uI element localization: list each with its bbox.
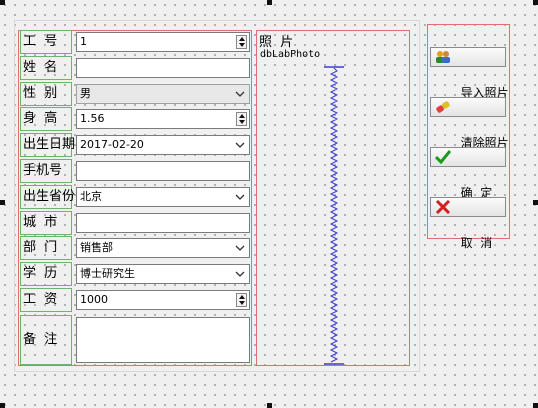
buttons-frame <box>427 24 510 239</box>
field-label: 城 市 <box>20 210 72 235</box>
close-icon <box>435 200 451 214</box>
cancel-label: 取 消 <box>460 236 493 250</box>
form-row: 工 资 1000 <box>20 288 250 312</box>
field-value: 1 <box>80 35 87 48</box>
ok-button[interactable]: 确 定 <box>430 147 506 200</box>
field-label: 出生省份 <box>20 184 75 209</box>
field-label: 姓 名 <box>20 55 72 80</box>
field-label: 学 历 <box>20 262 72 287</box>
field-label: 工 资 <box>20 288 72 312</box>
spin-arrows-icon[interactable] <box>236 293 247 307</box>
field-label: 手机号 <box>20 159 72 183</box>
resize-handle[interactable] <box>0 200 5 205</box>
eraser-icon <box>436 101 450 113</box>
field-value: 2017-02-20 <box>80 138 144 152</box>
field-label: 身 高 <box>20 107 72 132</box>
field-value: 北京 <box>80 189 102 203</box>
resize-handle[interactable] <box>0 0 5 5</box>
photo-title: 照 片 <box>259 35 294 50</box>
resize-handle[interactable] <box>0 403 5 408</box>
form-row: 工 号 1 <box>20 30 250 54</box>
chevron-down-icon[interactable] <box>235 88 245 100</box>
form-row: 学 历博士研究生 <box>20 262 250 287</box>
clear-photo-label: 清除照片 <box>460 136 509 150</box>
import-photo-label: 导入照片 <box>460 86 509 100</box>
form-row: 城 市 <box>20 210 250 235</box>
combo-box[interactable]: 博士研究生 <box>76 264 250 285</box>
memo-textarea[interactable] <box>76 317 250 363</box>
memo-row: 备 注 <box>20 315 250 365</box>
ok-label: 确 定 <box>460 186 493 200</box>
field-value: 1.56 <box>80 112 105 126</box>
spin-box[interactable]: 1 <box>76 32 250 52</box>
chevron-down-icon[interactable] <box>235 268 245 280</box>
spin-arrows-icon[interactable] <box>236 112 247 127</box>
photo-label: dbLabPhoto <box>260 49 321 60</box>
clear-photo-button[interactable]: 清除照片 <box>430 97 509 150</box>
form-row: 姓 名 <box>20 55 250 80</box>
field-label: 性 别 <box>20 81 72 106</box>
chevron-down-icon[interactable] <box>235 191 245 203</box>
form-panel <box>14 20 420 372</box>
spin-arrows-icon[interactable] <box>236 35 247 49</box>
photo-frame <box>256 30 410 366</box>
field-value: 销售部 <box>80 241 113 255</box>
combo-box[interactable]: 男 <box>76 83 250 104</box>
form-row: 手机号 <box>20 159 250 183</box>
field-value: 1000 <box>80 293 108 306</box>
text-input[interactable] <box>76 57 250 78</box>
text-input[interactable] <box>76 161 250 181</box>
field-label: 出生日期 <box>20 133 75 158</box>
field-label: 工 号 <box>20 30 72 54</box>
field-value: 博士研究生 <box>80 267 135 281</box>
combo-box[interactable]: 2017-02-20 <box>76 135 250 156</box>
resize-handle[interactable] <box>267 403 272 408</box>
import-photo-button[interactable]: 导入照片 <box>430 47 509 100</box>
resize-handle[interactable] <box>533 403 538 408</box>
form-row: 出生省份北京 <box>20 184 250 209</box>
form-row: 性 别男 <box>20 81 250 106</box>
memo-label: 备 注 <box>20 315 72 365</box>
chevron-down-icon[interactable] <box>235 139 245 151</box>
resize-handle[interactable] <box>533 200 538 205</box>
form-row: 身 高 1.56 <box>20 107 250 132</box>
combo-box[interactable]: 北京 <box>76 186 250 207</box>
chevron-down-icon[interactable] <box>235 242 245 254</box>
cancel-button[interactable]: 取 消 <box>430 197 506 250</box>
checkmark-icon <box>435 150 451 164</box>
users-icon <box>436 51 450 63</box>
vertical-spacer <box>324 66 344 365</box>
text-input[interactable] <box>76 212 250 233</box>
spin-box[interactable]: 1000 <box>76 290 250 310</box>
resize-handle[interactable] <box>533 0 538 5</box>
form-row: 出生日期 2017-02-20 <box>20 133 250 158</box>
field-label: 部 门 <box>20 236 72 261</box>
spin-box[interactable]: 1.56 <box>76 109 250 130</box>
field-value: 男 <box>80 86 91 100</box>
fields-group-frame <box>18 30 252 366</box>
combo-box[interactable]: 销售部 <box>76 238 250 259</box>
resize-handle[interactable] <box>267 0 272 5</box>
form-row: 部 门销售部 <box>20 236 250 261</box>
